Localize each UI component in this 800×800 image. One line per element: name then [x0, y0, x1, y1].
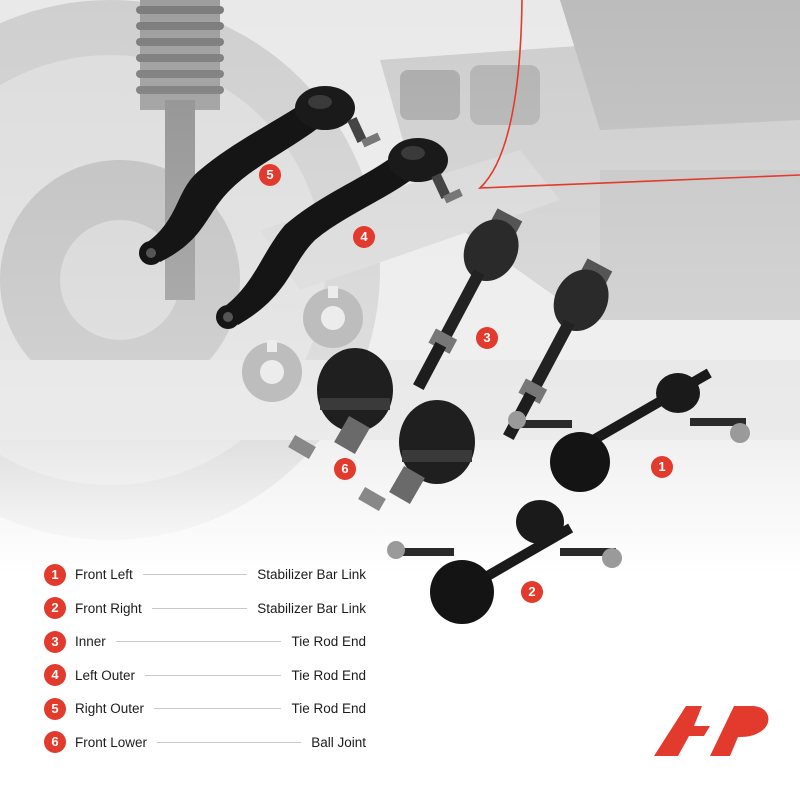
- tie-rod-end-icon: [139, 86, 381, 265]
- legend-part-type: Tie Rod End: [291, 701, 366, 717]
- legend-row: 5 Right Outer Tie Rod End: [44, 692, 366, 726]
- legend-row: 1 Front Left Stabilizer Bar Link: [44, 558, 366, 592]
- legend-row: 6 Front Lower Ball Joint: [44, 726, 366, 760]
- legend-row: 2 Front Right Stabilizer Bar Link: [44, 592, 366, 626]
- legend-position: Front Lower: [75, 734, 148, 750]
- legend-position: Inner: [75, 634, 106, 650]
- legend-number: 1: [44, 563, 66, 586]
- legend-divider: [157, 741, 302, 743]
- legend-part-type: Stabilizer Bar Link: [257, 600, 366, 616]
- brand-logo-icon: [654, 706, 769, 756]
- legend-number: 2: [44, 597, 66, 620]
- legend-position: Right Outer: [75, 701, 145, 717]
- legend-row: 3 Inner Tie Rod End: [44, 625, 366, 659]
- legend-divider: [145, 674, 282, 676]
- callout-badge-1: 1: [651, 456, 673, 478]
- callout-badge-4: 4: [353, 226, 375, 248]
- stabilizer-link-icon: [387, 500, 622, 624]
- legend-divider: [142, 574, 248, 576]
- stabilizer-link-icon: [508, 368, 750, 492]
- legend-number: 4: [44, 664, 66, 687]
- tie-rod-end-icon: [216, 138, 463, 329]
- legend-part-type: Stabilizer Bar Link: [257, 567, 366, 583]
- parts-legend: 1 Front Left Stabilizer Bar Link 2 Front…: [44, 558, 366, 759]
- legend-divider: [115, 641, 282, 643]
- legend-position: Front Left: [75, 567, 133, 583]
- legend-number: 5: [44, 697, 66, 720]
- legend-part-type: Tie Rod End: [291, 634, 366, 650]
- legend-number: 6: [44, 731, 66, 754]
- legend-position: Front Right: [75, 600, 142, 616]
- callout-badge-2: 2: [521, 581, 543, 603]
- legend-row: 4 Left Outer Tie Rod End: [44, 659, 366, 693]
- legend-part-type: Ball Joint: [311, 734, 366, 750]
- callout-badge-3: 3: [476, 327, 498, 349]
- legend-position: Left Outer: [75, 667, 136, 683]
- lock-washer-icon: [242, 286, 363, 402]
- callout-badge-6: 6: [334, 458, 356, 480]
- legend-part-type: Tie Rod End: [291, 667, 366, 683]
- ball-joint-icon: [288, 348, 475, 512]
- legend-number: 3: [44, 630, 66, 653]
- legend-divider: [154, 708, 282, 710]
- inner-tie-rod-icon: [413, 208, 613, 440]
- legend-divider: [151, 607, 248, 609]
- callout-badge-5: 5: [259, 164, 281, 186]
